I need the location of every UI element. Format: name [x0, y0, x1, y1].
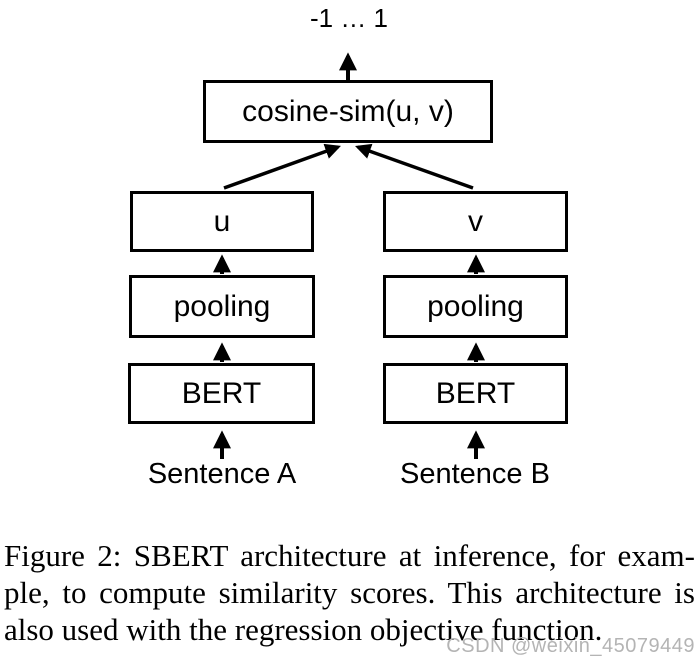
- cosine-sim-box-label: cosine-sim(u, v): [242, 94, 454, 128]
- pooling-right-box: pooling: [383, 275, 568, 338]
- csdn-watermark: CSDN @weixin_45079449: [446, 635, 695, 657]
- bert-right-box: BERT: [383, 363, 568, 424]
- pooling-right-box-label: pooling: [427, 289, 524, 323]
- pooling-left-box-label: pooling: [173, 289, 271, 323]
- sentence-a-label: Sentence A: [147, 458, 297, 490]
- v-embedding-box: v: [383, 191, 568, 252]
- caption-line-2: ple, to compute similarity scores. This …: [4, 575, 695, 610]
- v-embedding-box-label: v: [468, 204, 483, 238]
- cosine-sim-box: cosine-sim(u, v): [203, 80, 493, 143]
- caption-line-1: Figure 2: SBERT architecture at inferenc…: [4, 538, 695, 573]
- arrow-v-to-cosine-icon: [355, 143, 474, 190]
- u-embedding-box: u: [130, 191, 314, 252]
- bert-right-box-label: BERT: [435, 376, 516, 410]
- bert-left-box-label: BERT: [181, 376, 262, 410]
- sentence-b-label: Sentence B: [400, 458, 550, 490]
- bert-left-box: BERT: [128, 363, 315, 424]
- figure-caption: Figure 2: SBERT architecture at inferenc…: [4, 537, 695, 648]
- caption-line-3: also used with the regression objective …: [4, 612, 603, 647]
- pooling-left-box: pooling: [129, 275, 315, 338]
- arrow-u-to-cosine-icon: [223, 143, 341, 190]
- u-embedding-box-label: u: [213, 204, 231, 238]
- score-range-label: -1 … 1: [309, 3, 389, 33]
